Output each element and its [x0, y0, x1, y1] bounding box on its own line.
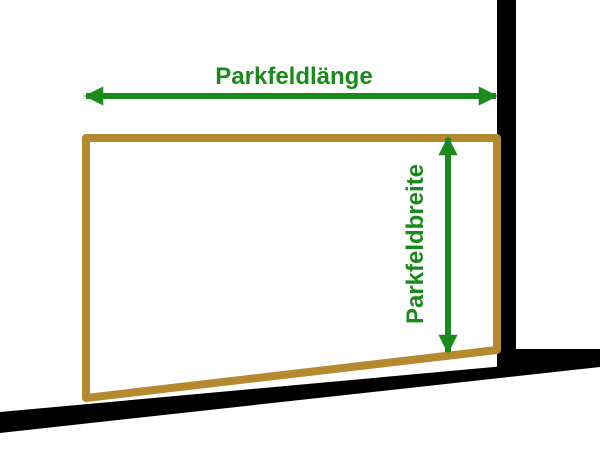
curb-edge: [0, 349, 600, 433]
building-wall-vertical: [497, 0, 516, 372]
width-label: Parkfeldbreite: [402, 164, 429, 324]
parking-space-outline: [82, 134, 501, 402]
length-label: Parkfeldlänge: [215, 63, 372, 90]
